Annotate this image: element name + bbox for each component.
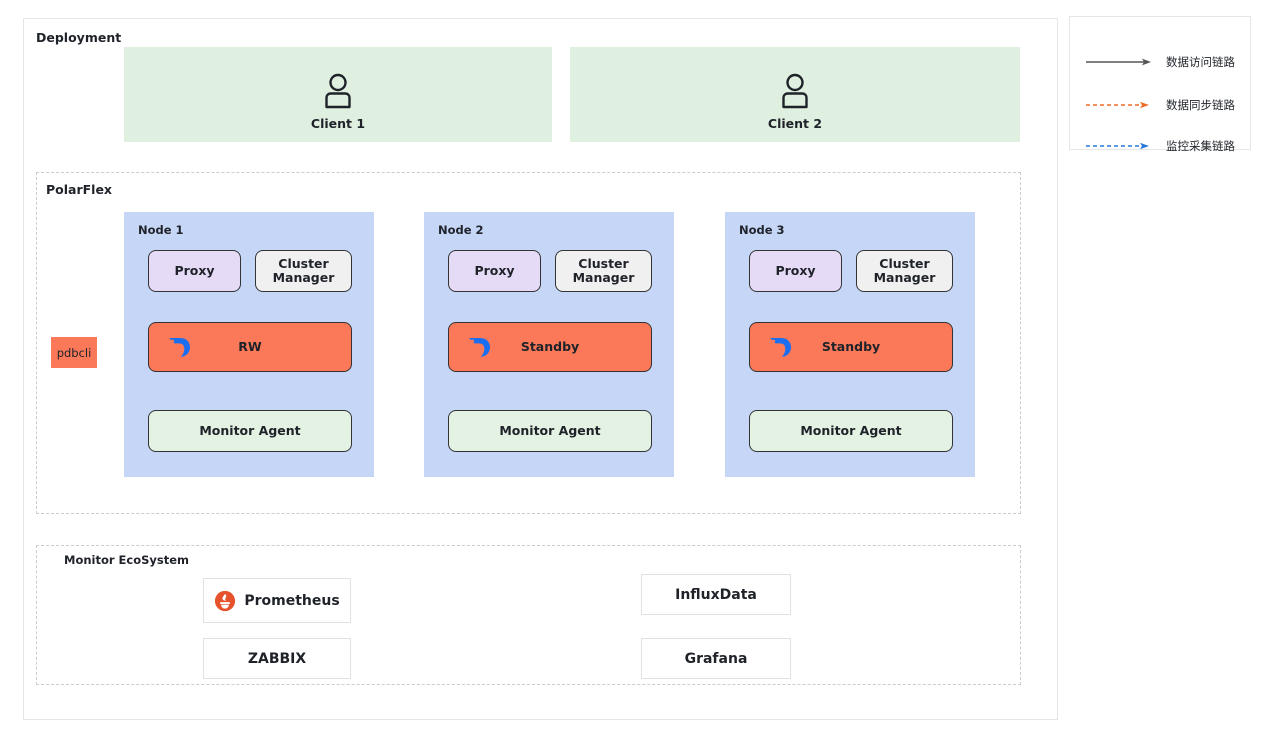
ecosystem-grafana-label: Grafana <box>684 650 748 667</box>
node-1-title: Node 1 <box>138 223 184 237</box>
ecosystem-influxdata-label: InfluxData <box>675 586 757 603</box>
node-1-database[interactable]: RW <box>148 322 352 372</box>
monitor-ecosystem-container <box>36 545 1021 685</box>
client-1-box[interactable]: Client 1 <box>124 47 552 142</box>
node-1-monitor-agent[interactable]: Monitor Agent <box>148 410 352 452</box>
node-3-title: Node 3 <box>739 223 785 237</box>
monitor-ecosystem-title: Monitor EcoSystem <box>64 553 190 567</box>
node-2-title: Node 2 <box>438 223 484 237</box>
ecosystem-item-prometheus[interactable]: Prometheus <box>203 578 351 623</box>
node-2-monitor-agent[interactable]: Monitor Agent <box>448 410 652 452</box>
ecosystem-item-influxdata[interactable]: InfluxData <box>641 574 791 615</box>
legend-label-monitor-collect: 监控采集链路 <box>1166 139 1235 153</box>
node-1-proxy[interactable]: Proxy <box>148 250 241 292</box>
legend-item-data-access: 数据访问链路 <box>1084 53 1244 71</box>
node-3-cluster-manager[interactable]: Cluster Manager <box>856 250 953 292</box>
user-icon <box>782 73 808 109</box>
node-3-database[interactable]: Standby <box>749 322 953 372</box>
polardb-logo <box>169 338 190 357</box>
node-1-box: Node 1 Proxy Cluster Manager RW Monitor … <box>124 212 374 477</box>
polarflex-title: PolarFlex <box>46 182 112 197</box>
node-3-monitor-agent[interactable]: Monitor Agent <box>749 410 953 452</box>
deployment-title: Deployment <box>36 30 122 45</box>
dashed-orange-arrow-icon <box>1086 101 1149 109</box>
client-2-label: Client 2 <box>767 116 823 131</box>
node-1-db-label: RW <box>238 339 262 354</box>
solid-arrow-icon <box>1086 58 1151 66</box>
node-3-box: Node 3 Proxy Cluster Manager Standby Mon… <box>725 212 975 477</box>
ecosystem-item-grafana[interactable]: Grafana <box>641 638 791 679</box>
legend-container: 数据访问链路 数据同步链路 监控采集链路 <box>1069 16 1251 153</box>
ecosystem-item-zabbix[interactable]: ZABBIX <box>203 638 351 679</box>
ecosystem-zabbix-label: ZABBIX <box>247 650 307 667</box>
legend-item-monitor-collect: 监控采集链路 <box>1084 137 1244 155</box>
node-2-box: Node 2 Proxy Cluster Manager Standby Mon… <box>424 212 674 477</box>
user-icon <box>325 73 351 109</box>
prometheus-logo <box>215 590 236 611</box>
legend-label-data-access: 数据访问链路 <box>1166 55 1235 69</box>
dashed-blue-arrow-icon <box>1086 142 1149 150</box>
legend-item-data-sync: 数据同步链路 <box>1084 96 1244 114</box>
node-3-proxy[interactable]: Proxy <box>749 250 842 292</box>
polardb-logo <box>469 338 490 357</box>
legend-label-data-sync: 数据同步链路 <box>1166 98 1235 112</box>
node-2-cluster-manager[interactable]: Cluster Manager <box>555 250 652 292</box>
node-1-cluster-manager[interactable]: Cluster Manager <box>255 250 352 292</box>
node-2-database[interactable]: Standby <box>448 322 652 372</box>
client-1-label: Client 1 <box>310 116 366 131</box>
polardb-logo <box>770 338 791 357</box>
node-2-proxy[interactable]: Proxy <box>448 250 541 292</box>
pdbcli-badge[interactable]: pdbcli <box>51 337 97 368</box>
ecosystem-prometheus-label: Prometheus <box>244 592 340 609</box>
polarflex-container <box>36 172 1021 514</box>
node-3-db-label: Standby <box>821 339 881 354</box>
node-2-db-label: Standby <box>520 339 580 354</box>
client-2-box[interactable]: Client 2 <box>570 47 1020 142</box>
